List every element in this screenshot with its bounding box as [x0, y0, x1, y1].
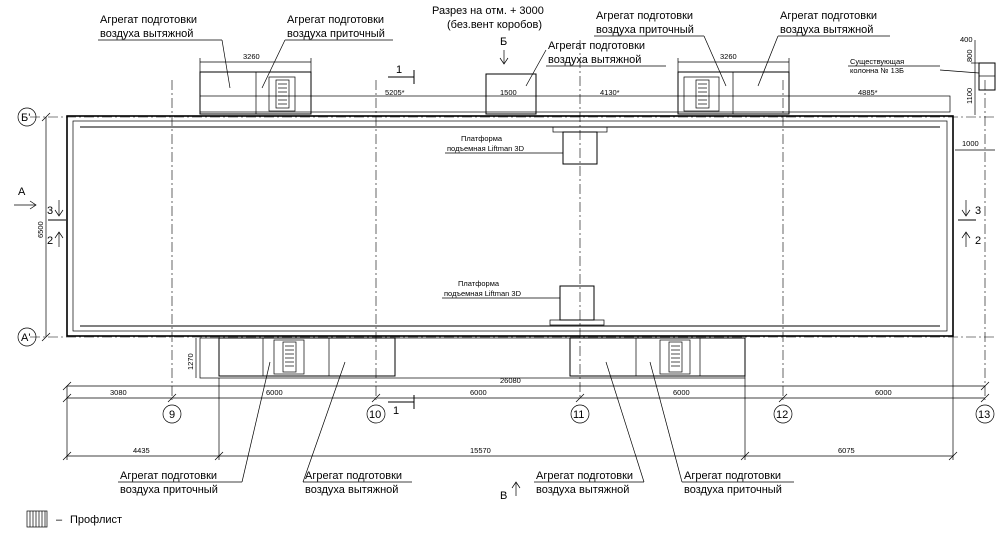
- dim-row2-4435: 4435: [133, 446, 150, 455]
- section-three-left: 3: [47, 205, 53, 217]
- dim-row2-6075: 6075: [838, 446, 855, 455]
- top-unit-left: [199, 71, 312, 115]
- dim-chain-row1: 3080 6000 6000 6000 6000: [62, 386, 990, 460]
- section-marks: 1 1 Б А В 3 2 3 2: [14, 36, 981, 502]
- platform-top: Платформа подъемная Liftman 3D: [445, 126, 608, 165]
- dim-col-800: 800: [965, 49, 974, 62]
- axis-col-11: 11: [573, 409, 584, 421]
- platform-bottom-label-1: Платформа: [458, 279, 500, 288]
- label-top-exhaust-mid-2: воздуха вытяжной: [548, 54, 641, 66]
- building-outline: [66, 115, 954, 337]
- label-bottom-supply-right-1: Агрегат подготовки: [684, 470, 781, 482]
- top-callouts: Агрегат подготовки воздуха вытяжной Агре…: [98, 5, 890, 89]
- section-one-bottom: 1: [393, 405, 399, 417]
- left-height-dim: 6500: [36, 112, 51, 342]
- dim-gap-2: 4130*: [600, 88, 620, 97]
- existing-column-label-2: колонна № 13Б: [850, 66, 904, 75]
- label-top-exhaust-left-2: воздуха вытяжной: [100, 28, 193, 40]
- axis-bubbles: Б' А' 9 10 11 12 13: [17, 107, 995, 424]
- dim-top-unit-right: 3260: [720, 52, 737, 61]
- platform-top-label-1: Платформа: [461, 134, 503, 143]
- bottom-frame: [199, 337, 746, 379]
- axis-lines: [30, 40, 995, 400]
- label-bottom-exhaust-right-1: Агрегат подготовки: [536, 470, 633, 482]
- legend-text: Профлист: [70, 514, 122, 526]
- top-unit-right: [677, 71, 790, 115]
- dim-row1-6000-d: 6000: [875, 388, 892, 397]
- label-top-supply-right-1: Агрегат подготовки: [596, 10, 693, 22]
- dim-chain-row2: 4435 15570 6075: [62, 336, 958, 461]
- axis-row-top: Б': [21, 112, 30, 124]
- platform-top-label-2: подъемная Liftman 3D: [447, 144, 525, 153]
- existing-column: 400 800 1100 Существующая колонна № 13Б: [848, 35, 996, 115]
- dim-height-6500: 6500: [36, 221, 45, 238]
- section-two-right: 2: [975, 235, 981, 247]
- label-top-supply-left-2: воздуха приточный: [287, 28, 385, 40]
- label-bottom-supply-right-2: воздуха приточный: [684, 484, 782, 496]
- bottom-unit-left: [218, 337, 396, 377]
- axis-col-10: 10: [369, 409, 381, 421]
- fan-icon: [275, 79, 290, 109]
- dim-top-unit-mid: 1500: [500, 88, 517, 97]
- label-section-note-2: (без.вент коробов): [447, 19, 542, 31]
- section-three-right: 3: [975, 205, 981, 217]
- dim-total-26080: 26080: [500, 376, 521, 385]
- bottom-height-dim: 1270: [186, 338, 197, 378]
- dim-row2-15570: 15570: [470, 446, 491, 455]
- bottom-callouts: Агрегат подготовки воздуха приточный Агр…: [118, 361, 794, 496]
- dim-row1-6000-b: 6000: [470, 388, 487, 397]
- section-v-bottom: В: [500, 490, 507, 502]
- right-dimension: 1000: [955, 139, 995, 151]
- section-two-left: 2: [47, 235, 53, 247]
- fan-icon: [695, 79, 710, 109]
- dim-right-1000: 1000: [962, 139, 979, 148]
- label-bottom-supply-left-1: Агрегат подготовки: [120, 470, 217, 482]
- fan-icon: [668, 341, 683, 373]
- label-bottom-supply-left-2: воздуха приточный: [120, 484, 218, 496]
- dim-gap-1: 5205*: [385, 88, 405, 97]
- bottom-unit-right: [569, 337, 746, 377]
- dim-top-unit-left: 3260: [243, 52, 260, 61]
- label-top-exhaust-mid-1: Агрегат подготовки: [548, 40, 645, 52]
- section-one-top: 1: [396, 64, 402, 76]
- legend: – Профлист: [26, 510, 122, 528]
- dim-row1-6000-c: 6000: [673, 388, 690, 397]
- label-top-exhaust-right-1: Агрегат подготовки: [780, 10, 877, 22]
- axis-col-9: 9: [169, 409, 175, 421]
- dim-chain-total: 26080: [62, 376, 990, 391]
- dim-row1-6000-a: 6000: [266, 388, 283, 397]
- label-section-note-1: Разрез на отм. + 3000: [432, 5, 544, 17]
- dim-gap-3: 4885*: [858, 88, 878, 97]
- label-bottom-exhaust-left-2: воздуха вытяжной: [305, 484, 398, 496]
- platform-bottom: Платформа подъемная Liftman 3D: [442, 279, 605, 326]
- top-unit-dimensions: 3260 3260 1500 5205* 4130* 4885*: [199, 52, 878, 97]
- dim-col-400: 400: [960, 35, 973, 44]
- legend-dash: –: [56, 514, 63, 526]
- fan-icon: [282, 341, 297, 373]
- dim-col-1100: 1100: [965, 88, 974, 104]
- top-frame: [199, 95, 951, 113]
- axis-row-bottom: А': [21, 332, 30, 344]
- existing-column-label-1: Существующая: [850, 57, 904, 66]
- dim-row1-3080: 3080: [110, 388, 127, 397]
- label-bottom-exhaust-left-1: Агрегат подготовки: [305, 470, 402, 482]
- top-unit-mid: [485, 73, 537, 115]
- section-b-top: Б: [500, 36, 507, 48]
- label-top-exhaust-left-1: Агрегат подготовки: [100, 14, 197, 26]
- label-top-supply-right-2: воздуха приточный: [596, 24, 694, 36]
- axis-col-13: 13: [978, 409, 990, 421]
- label-top-exhaust-right-2: воздуха вытяжной: [780, 24, 873, 36]
- dim-bottom-1270: 1270: [186, 353, 195, 370]
- axis-col-12: 12: [776, 409, 788, 421]
- label-bottom-exhaust-right-2: воздуха вытяжной: [536, 484, 629, 496]
- label-top-supply-left-1: Агрегат подготовки: [287, 14, 384, 26]
- section-a-left: А: [18, 186, 26, 198]
- profiled-sheet-icon: [26, 510, 48, 528]
- platform-bottom-label-2: подъемная Liftman 3D: [444, 289, 522, 298]
